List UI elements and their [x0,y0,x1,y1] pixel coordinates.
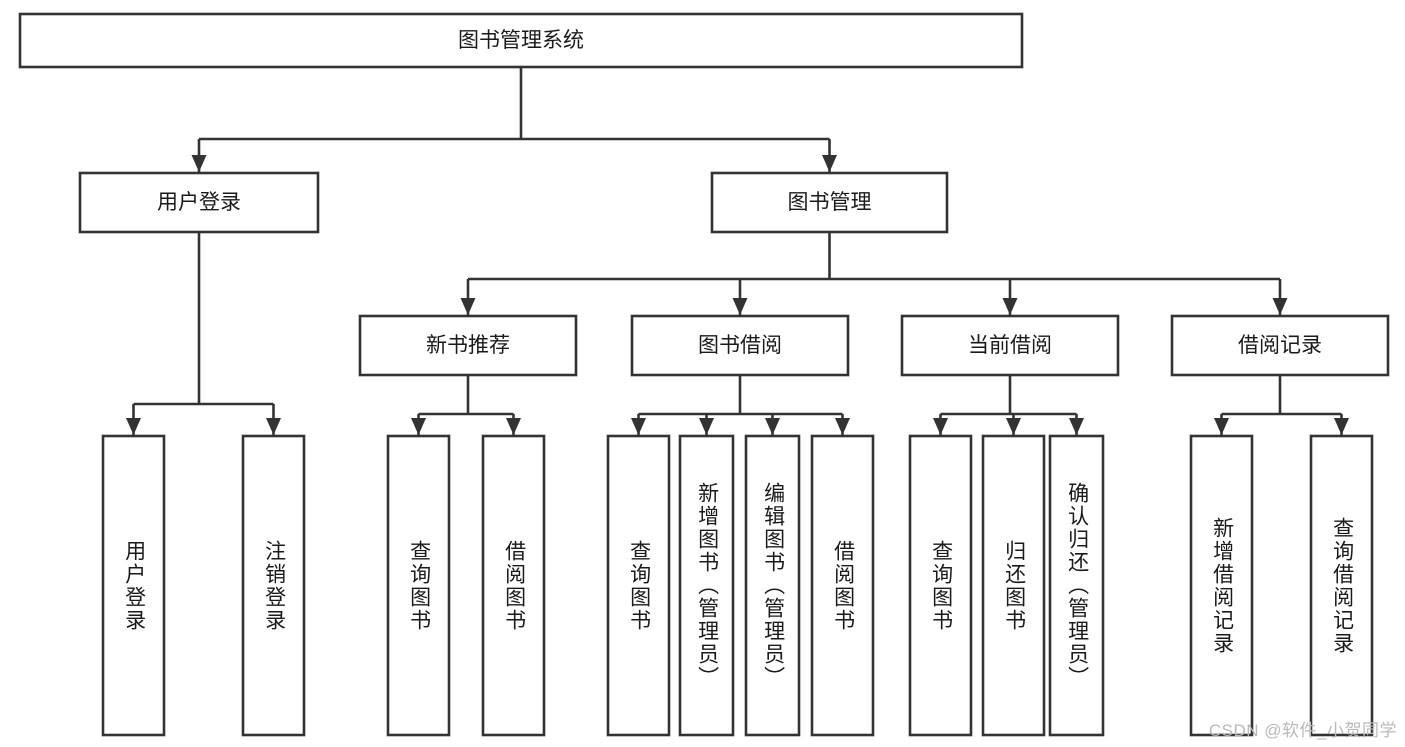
watermark-text: CSDN @软件_小贺同学 [1208,721,1397,740]
arrow-head-icon-books-to-level3-2 [1002,298,1018,315]
arrow-head-icon-leaf-0-0 [126,418,141,435]
node-label-level2-1: 图书管理 [788,191,872,214]
arrow-head-icon-leaf-2-2 [765,418,780,435]
node-box-level3-1[interactable] [630,314,850,377]
arrow-head-icon-leaf-4-1 [1334,418,1349,435]
node-box-level2-1[interactable] [710,171,949,234]
node-label-level3-2: 当前借阅 [968,334,1052,357]
node-box-leaf-10[interactable] [1048,434,1105,737]
arrow-head-icon-leaf-2-0 [631,418,646,435]
node-box-leaf-11[interactable] [1189,434,1254,737]
node-box-level3-2[interactable] [900,314,1120,377]
node-box-leaf-9[interactable] [981,434,1046,737]
node-box-leaf-4[interactable] [606,434,671,737]
arrow-head-icon-leaf-3-1 [1006,418,1021,435]
arrow-head-icon-leaf-2-3 [835,418,850,435]
arrow-head-icon-books-to-level3-0 [460,298,476,315]
node-box-level3-3[interactable] [1170,314,1390,377]
node-box-level3-0[interactable] [358,314,578,377]
node-box-leaf-1[interactable] [241,434,306,737]
node-label-level3-0: 新书推荐 [426,334,510,357]
boxes-layer [18,12,1390,737]
node-box-leaf-5[interactable] [678,434,735,737]
arrow-head-icon-leaf-2-1 [699,418,714,435]
arrow-head-icon-leaf-3-2 [1069,418,1084,435]
arrow-head-icon-root-to-level2-1 [822,155,837,172]
node-label-level2-0: 用户登录 [157,191,241,214]
node-box-leaf-3[interactable] [481,434,546,737]
arrow-head-icon-books-to-level3-1 [732,298,748,315]
node-box-leaf-0[interactable] [101,434,166,737]
connectors-layer [126,67,1349,435]
arrow-head-icon-books-to-level3-3 [1272,298,1288,315]
node-box-root[interactable] [18,12,1024,69]
node-box-leaf-6[interactable] [744,434,801,737]
node-box-level2-0[interactable] [78,171,320,234]
node-label-level3-3: 借阅记录 [1238,334,1322,357]
arrow-head-icon-leaf-1-1 [506,418,521,435]
arrow-head-icon-leaf-1-0 [411,418,426,435]
node-box-leaf-7[interactable] [810,434,875,737]
arrow-head-icon-leaf-3-0 [933,418,948,435]
node-box-leaf-12[interactable] [1309,434,1374,737]
arrow-head-icon-leaf-0-1 [266,418,281,435]
arrow-head-icon-leaf-4-0 [1214,418,1229,435]
node-label-level3-1: 图书借阅 [698,334,782,357]
node-box-leaf-2[interactable] [386,434,451,737]
node-box-leaf-8[interactable] [908,434,973,737]
arrow-head-icon-root-to-level2-0 [191,155,207,172]
node-label-root: 图书管理系统 [458,29,584,52]
